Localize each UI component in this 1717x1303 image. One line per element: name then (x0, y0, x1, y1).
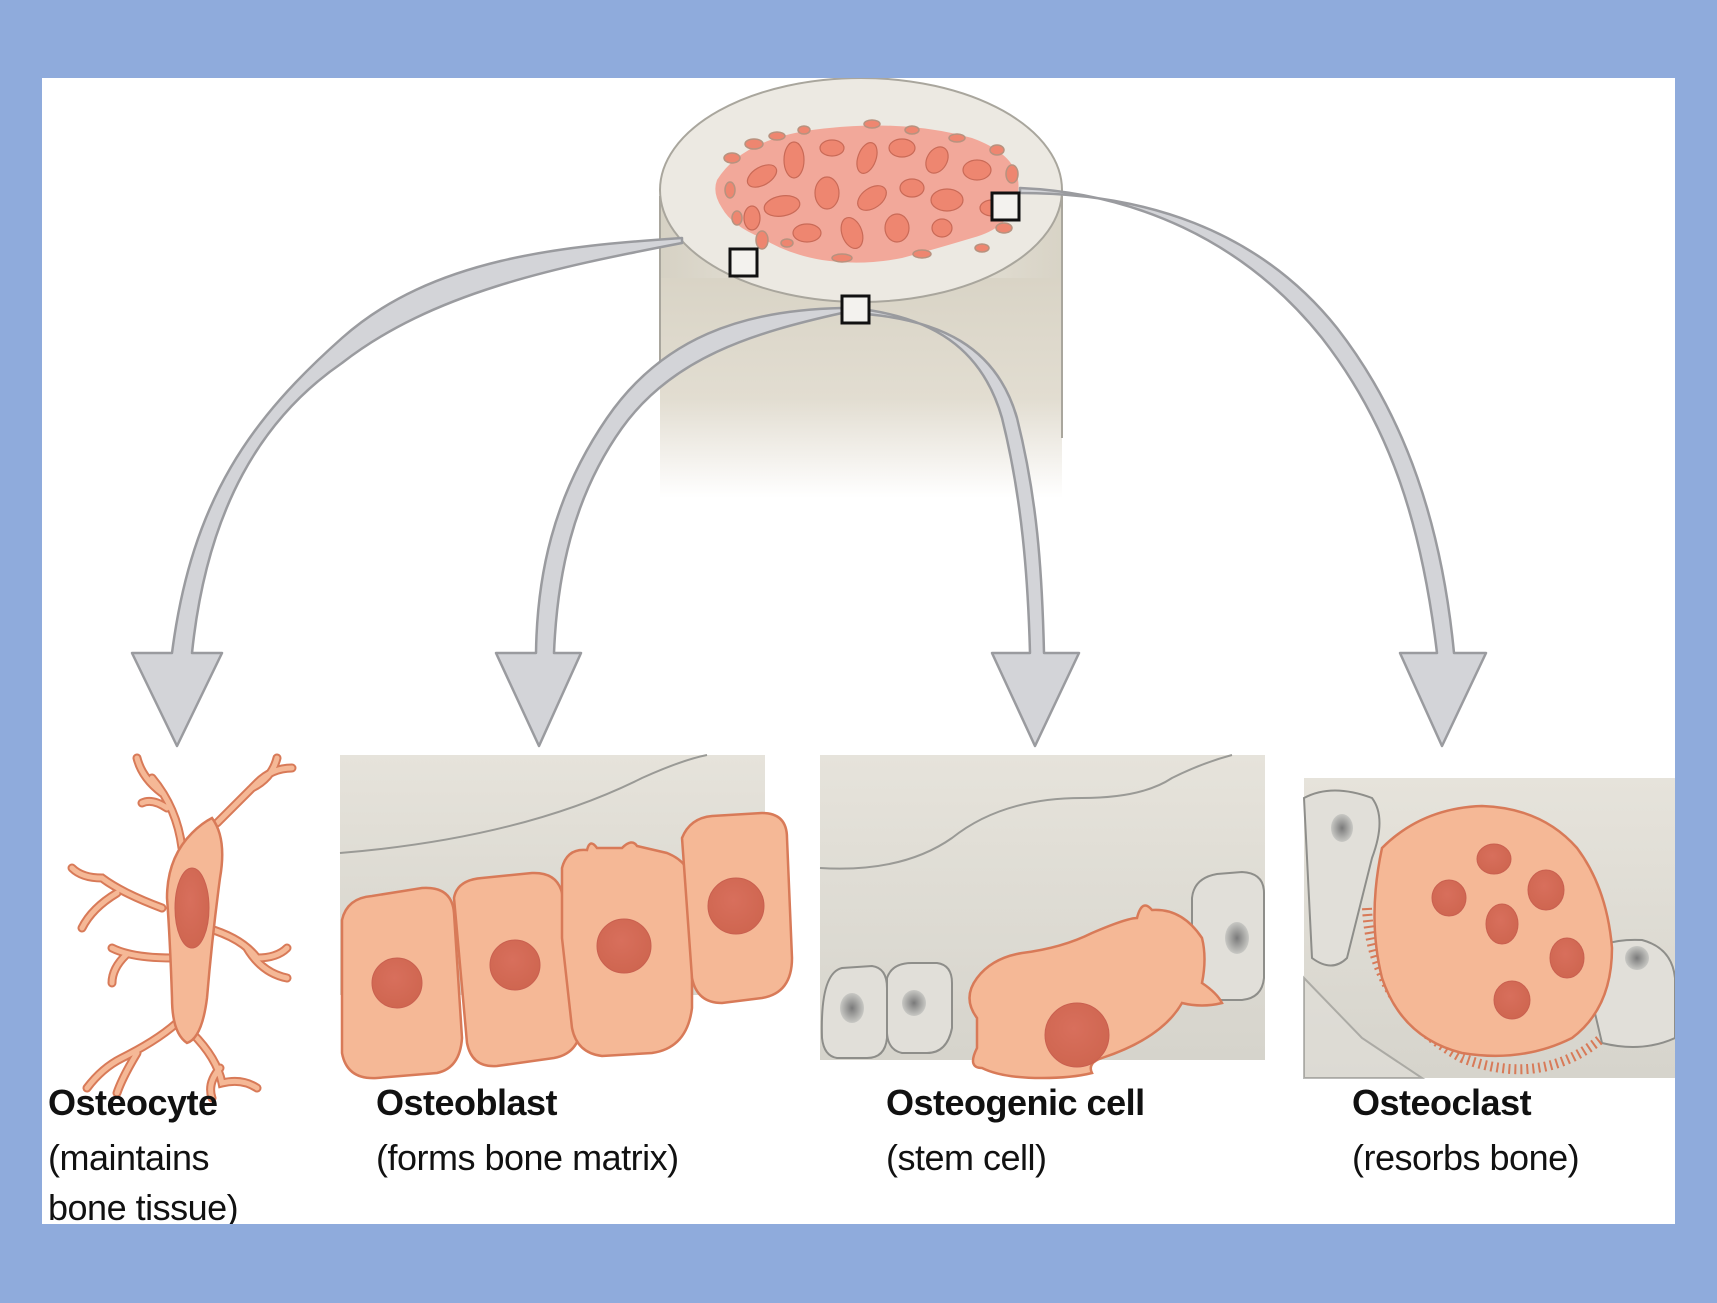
label-osteoclast: Osteoclast (resorbs bone) (1352, 1082, 1580, 1183)
osteoclast-illustration (1302, 778, 1675, 1079)
osteoblast-illustration (339, 754, 794, 1080)
osteoclast-nucleus (1549, 937, 1585, 979)
marker-box-periosteum (840, 294, 871, 325)
ruffled-border (1362, 907, 1606, 1075)
osteoclast-nucleus (1476, 843, 1512, 875)
label-osteocyte: Osteocyte (maintains bone tissue) (48, 1082, 239, 1225)
osteoblast-nucleus (707, 877, 765, 935)
osteoclast-nucleus (1485, 903, 1519, 945)
cell-description: bone tissue) (48, 1187, 239, 1224)
arrow-to-osteoblast (494, 306, 844, 748)
osteoblast-nucleus (489, 939, 541, 991)
osteocyte-illustration (67, 753, 297, 1103)
cell-name: Osteoblast (376, 1082, 558, 1123)
arrow-to-osteogenic (850, 306, 1081, 748)
label-osteogenic-cell: Osteogenic cell (stem cell) (886, 1085, 1145, 1183)
cell-description: (maintains (48, 1137, 210, 1178)
osteoclast-nucleus (1431, 879, 1467, 917)
bone-cross-section (659, 78, 1063, 498)
osteogenic-cell (968, 904, 1224, 1080)
arrow-to-osteocyte (130, 236, 684, 748)
cell-name: Osteogenic cell (886, 1082, 1145, 1123)
marker-box-compact-bone (728, 247, 759, 278)
osteogenic-illustration (819, 754, 1265, 1080)
cell-description: (forms bone matrix) (376, 1137, 679, 1178)
osteoclast-nucleus (1493, 980, 1531, 1020)
cell-description: (stem cell) (886, 1137, 1047, 1178)
osteoclast-nucleus (1527, 869, 1565, 911)
diagram-panel: Osteocyte (maintains bone tissue) Osteob… (42, 78, 1675, 1224)
cell-name: Osteocyte (48, 1082, 218, 1123)
label-osteoblast: Osteoblast (forms bone matrix) (376, 1085, 679, 1183)
osteogenic-nucleus (1044, 1002, 1110, 1068)
cell-name: Osteoclast (1352, 1082, 1532, 1123)
bone-cells-diagram (67, 78, 1675, 1103)
region-markers (728, 191, 1021, 325)
arrow-to-osteoclast (1018, 186, 1488, 748)
cell-description: (resorbs bone) (1352, 1137, 1580, 1178)
osteoblast-nucleus (371, 957, 423, 1009)
arrows (130, 186, 1488, 748)
osteoblast-nucleus (596, 918, 652, 974)
marker-box-spongy-bone (990, 191, 1021, 222)
osteocyte-nucleus (174, 867, 210, 949)
